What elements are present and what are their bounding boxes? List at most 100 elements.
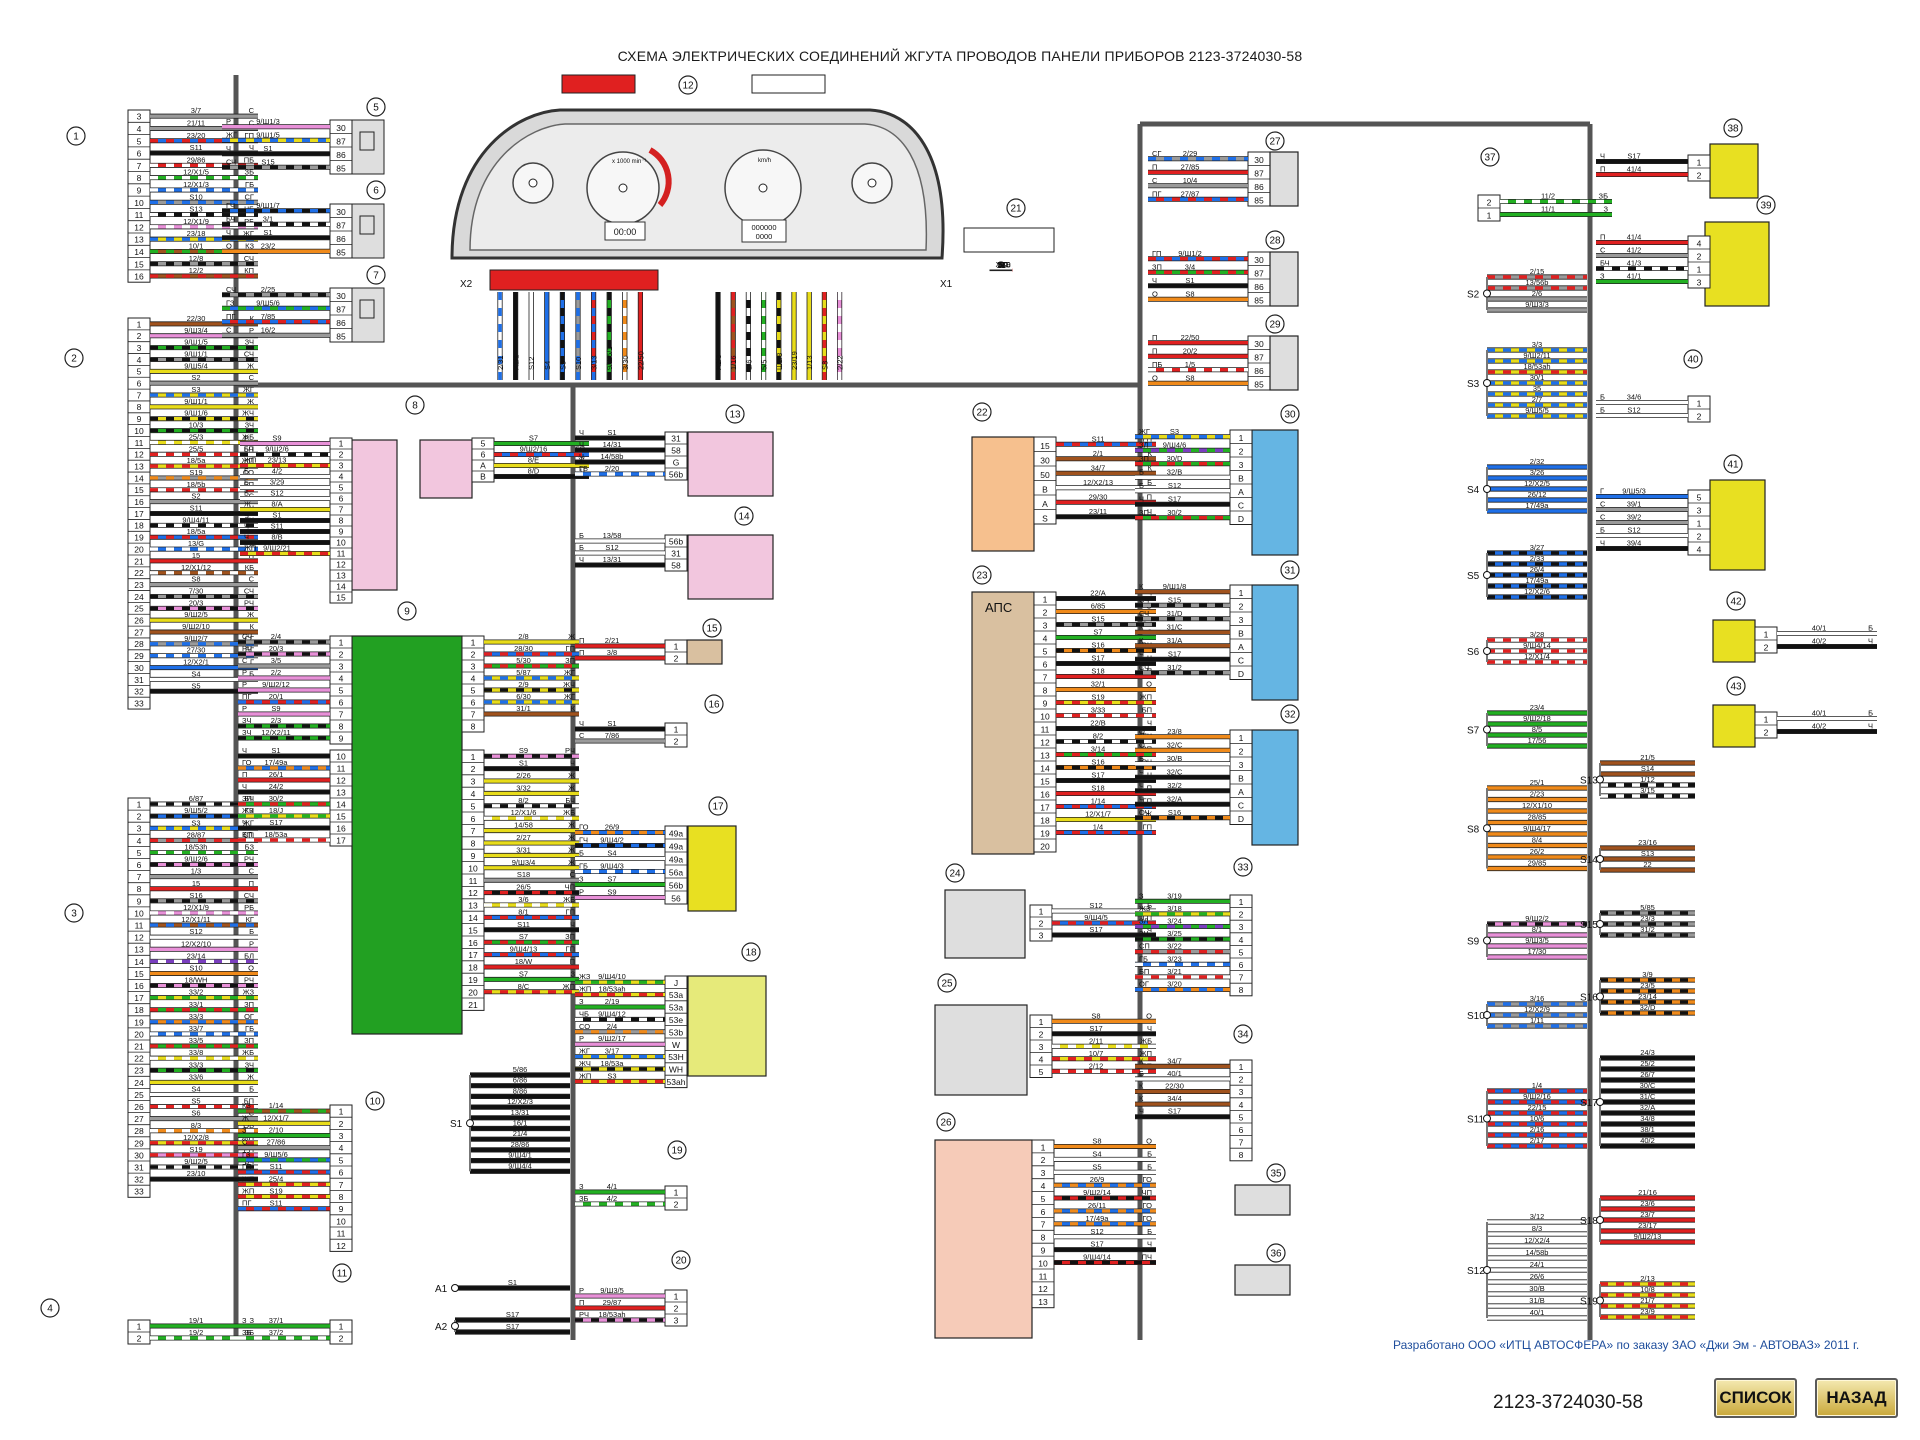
wire-label: S17 (506, 1310, 519, 1319)
wire-label: 1/14 (269, 1101, 284, 1110)
pin-number: 4 (471, 673, 476, 683)
wire-label: 3/19 (1167, 891, 1182, 900)
wire-label: 31/A (1167, 636, 1182, 645)
pin-number: 87 (1254, 268, 1264, 278)
wire-label: S1 (271, 746, 280, 755)
wire-color-code: ЗЧ (245, 1060, 254, 1069)
pin-number: 10 (336, 1216, 346, 1226)
wire-label: 8/C (518, 982, 530, 991)
splice-label: S15 (1580, 920, 1598, 931)
pin-number: 5 (1041, 1194, 1046, 1204)
wire-label: 3/30 (621, 355, 630, 370)
wire-color-code: ЖБ (242, 432, 254, 441)
wire-label: S10 (189, 963, 202, 972)
wire-label: 33/8 (189, 1048, 204, 1057)
pin-number: 53b (669, 1027, 683, 1037)
pin-number: 20 (134, 1029, 144, 1039)
wire-color-code: ЗБ (242, 1328, 252, 1337)
wire-label: 23/20 (187, 131, 206, 140)
pin-number: 2 (1764, 727, 1769, 737)
wire-color-code: ГП (242, 1162, 251, 1171)
wire-color-code: Ч (579, 555, 584, 564)
wire-color-code: СЧ (226, 157, 236, 166)
wire-color-code: БП (244, 480, 254, 489)
pin-number: 4 (339, 1143, 344, 1153)
wire-color-code: ГЧ (579, 836, 588, 845)
pin-number: 10 (1040, 711, 1050, 721)
wire-color-code: Ч (1139, 494, 1144, 503)
module-36 (1234, 1264, 1291, 1296)
wire-label: 32/C (1167, 740, 1183, 749)
pin-number: 1 (137, 1321, 142, 1331)
pin-number: 3 (1039, 1042, 1044, 1052)
wire-label: 9/Ш4/11 (182, 515, 209, 524)
pin-number: 5 (339, 482, 344, 492)
wire-label: 9/Ш1/7 (256, 201, 280, 210)
wire-label: 9/Ш2/14 (1083, 1188, 1111, 1197)
wire-label: 23/9 (1640, 1307, 1655, 1316)
wire-color-code: С (249, 106, 255, 115)
pin-number: 13 (134, 945, 144, 955)
wire-color-code: Ч (1139, 781, 1144, 790)
pin-number: 30 (336, 123, 346, 133)
wire-label: 24/3 (1640, 1048, 1655, 1057)
pin-number: 86 (336, 150, 346, 160)
wire-label: 25/3 (189, 432, 204, 441)
pin-number: 9 (137, 186, 142, 196)
pin-number: A (480, 460, 486, 470)
pin-number: 15 (336, 592, 346, 602)
wire-color-code: СЧ (242, 632, 252, 641)
pin-number: 10 (134, 908, 144, 918)
wire-label: S3 (607, 1071, 616, 1080)
wire-label: 3/28 (1530, 630, 1545, 639)
wire-color-code: ОЧ (1139, 808, 1150, 817)
wire-color-code: Ж (568, 632, 575, 641)
wire-label: 15 (192, 879, 200, 888)
wire-label: S1 (263, 144, 272, 153)
wire-color-code: Б (1600, 526, 1605, 535)
wire-color-code: КЗ (245, 241, 254, 250)
wire-color-code: Ч (1139, 1107, 1144, 1116)
component-number-label: 28 (1269, 236, 1281, 247)
wire-label: 26/9 (605, 823, 620, 832)
wire-color-code: К (1139, 1056, 1144, 1065)
wire-label: 6/85 (1091, 602, 1106, 611)
pin-number: 14 (336, 799, 346, 809)
wire-color-code: П (242, 770, 247, 779)
wire-color-code: ЖБ (563, 808, 575, 817)
wire-label: S1 (999, 260, 1008, 269)
wire-color-code: Б (244, 478, 249, 487)
wire-label: S2 (191, 492, 200, 501)
wire-color-code: П (1147, 492, 1152, 501)
wire-label: 33/2 (189, 988, 204, 997)
component-number: 35 (1266, 1163, 1286, 1183)
pin-number: 12 (336, 1241, 346, 1251)
wire-label: S1 (607, 719, 616, 728)
component-number: 7 (366, 265, 386, 285)
wire-label: 12/Х2/5 (1524, 479, 1550, 488)
wire-color-code: К (1139, 1094, 1144, 1103)
wire-label: 26/6 (1530, 1272, 1545, 1281)
component-number-label: 20 (675, 1256, 687, 1267)
wire-color-code: Ч (579, 440, 584, 449)
wire-label: 41/1 (1627, 272, 1642, 281)
speed-unit: km/h (758, 158, 771, 164)
component-number: 43 (1726, 676, 1746, 696)
wire-label: 9/Ш4/12 (598, 1009, 626, 1018)
wire-label: 2/21 (605, 636, 620, 645)
pin-number: 2 (1697, 411, 1702, 421)
wire-color-code: ЗЛ (1139, 917, 1148, 926)
wire-label: S7 (529, 434, 538, 443)
pin-number: 8 (137, 173, 142, 183)
wire-label: 32/C (1167, 767, 1183, 776)
back-button[interactable]: НАЗАД (1815, 1378, 1898, 1418)
wire-label: 2/27 (516, 833, 531, 842)
pin-number: 3 (1041, 1168, 1046, 1178)
wire-color-code: ЗП (244, 1000, 254, 1009)
component-number: 37 (1480, 147, 1500, 167)
wire-color-code: РЧ (244, 855, 254, 864)
list-button[interactable]: СПИСОК (1714, 1378, 1797, 1418)
wire-label: S12 (1627, 526, 1640, 535)
